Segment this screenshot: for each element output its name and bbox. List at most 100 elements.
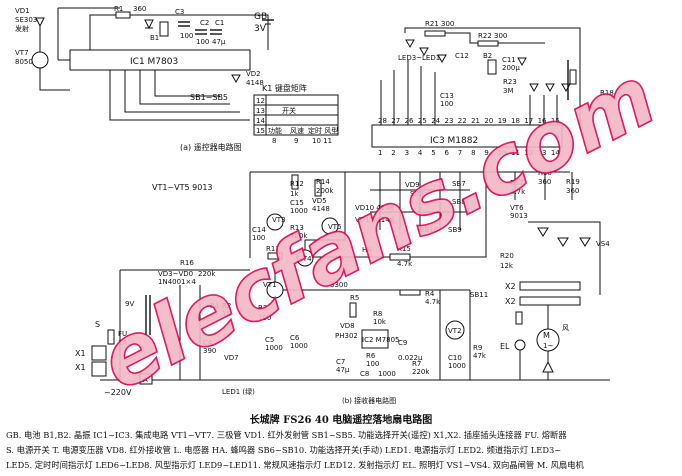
led12-diode [144,19,154,30]
fu-fuse [107,329,115,345]
vd2-diode [231,74,241,84]
ic3-pin-label: 13 [538,149,547,157]
ic3-pin-label: 27 [391,117,400,125]
ic3-pin-label: 24 [431,117,440,125]
svg-text:R13: R13 [290,224,304,232]
ic3-pin-label: 12 [524,149,533,157]
svg-text:R8: R8 [373,310,382,318]
component-legend: GB. 电池 B1,B2. 晶振 IC1~IC3. 集成电路 VT1~VT7. … [6,428,678,473]
svg-text:VT4: VT4 [298,255,312,263]
svg-text:HA: HA [362,246,372,254]
svg-text:C6: C6 [290,334,300,342]
svg-text:R11: R11 [266,245,280,253]
diagram-title: 长城牌 FS26 40 电脑遥控落地扇电路图 [249,415,433,426]
svg-text:220k: 220k [412,368,430,376]
svg-text:100: 100 [258,314,271,322]
svg-text:SB6: SB6 [410,190,424,198]
svg-text:C7: C7 [336,358,345,366]
svg-text:1000: 1000 [290,207,308,215]
svg-text:100: 100 [440,100,453,108]
svg-text:C14: C14 [252,226,266,234]
svg-text:4.7k: 4.7k [425,298,441,306]
x2-connector-top [519,281,581,291]
svg-text:SB10: SB10 [420,226,438,234]
svg-text:9013: 9013 [510,212,528,220]
svg-text:1000: 1000 [290,342,308,350]
svg-text:3M: 3M [503,87,514,95]
svg-text:SB1~SB5: SB1~SB5 [190,93,228,102]
legend-line: LED5. 定时时间指示灯 LED6~LED8. 风型指示灯 LED9~LED1… [6,460,584,470]
svg-text:VD5: VD5 [312,197,327,205]
svg-text:1k: 1k [290,190,299,198]
svg-text:1000: 1000 [448,362,466,370]
svg-text:VD3~VD0: VD3~VD0 [158,270,193,278]
svg-text:VD10 4148: VD10 4148 [355,204,394,212]
svg-text:360: 360 [566,187,579,195]
svg-text:~220V: ~220V [104,388,132,397]
el-lamp [514,339,526,351]
svg-text:15: 15 [256,127,265,135]
r12-resistor [291,174,299,190]
svg-text:C4: C4 [203,339,213,347]
ic3-pin-label: 7 [458,149,462,157]
plug-symbol [542,360,554,373]
svg-text:C13: C13 [440,92,454,100]
svg-text:C5: C5 [265,336,274,344]
svg-text:EL: EL [500,342,510,351]
svg-text:4148: 4148 [312,205,330,213]
r11-resistor [267,252,283,260]
svg-text:1~: 1~ [543,342,553,350]
svg-text:C10: C10 [448,354,462,362]
svg-text:8050: 8050 [15,58,33,66]
svg-text:风: 风 [562,324,569,332]
svg-text:R16: R16 [180,259,194,267]
svg-text:47μ: 47μ [212,38,226,46]
svg-text:VT7: VT7 [15,49,29,57]
vs-triac-3 [579,237,591,247]
svg-text:SB11: SB11 [470,291,488,299]
svg-text:R23: R23 [503,78,517,86]
svg-text:1000: 1000 [265,344,283,352]
r1-resistor [115,11,131,19]
svg-text:R6: R6 [366,352,376,360]
svg-text:elecfans.com: elecfans.com [86,49,671,410]
svg-text:R12: R12 [290,180,304,188]
svg-text:4148: 4148 [246,79,264,87]
a-terminal [139,373,153,385]
vs-triac-2 [557,237,569,247]
svg-text:FU: FU [118,330,127,338]
receiver-ic3-section: R21 300 R22 300 B2 C12 C11 200μ R23 3M C… [371,20,614,157]
legend-line: GB. 电池 B1,B2. 晶振 IC1~IC3. 集成电路 VT1~VT7. … [6,430,567,440]
vs-triac-1 [537,227,549,237]
subtitle-b: (b) 接收器电路图 [342,396,396,405]
key-matrix: K1 键盘矩阵 12 13 开关 14 15 功能 风速 定时 风型 8 9 1… [253,83,339,145]
svg-text:VT3: VT3 [272,216,286,224]
svg-text:8: 8 [272,137,276,145]
svg-text:47k: 47k [473,352,487,360]
svg-text:C12: C12 [455,52,469,60]
svg-text:K1 键盘矩阵: K1 键盘矩阵 [262,83,307,93]
svg-text:X1: X1 [75,349,86,358]
r5-resistor [349,302,357,318]
svg-text:R7: R7 [412,360,421,368]
ic3-chip [371,124,563,148]
svg-text:X2: X2 [505,297,516,306]
svg-text:100: 100 [180,32,193,40]
svg-text:0.022μ: 0.022μ [398,354,423,362]
ic3-pin-label: 2 [391,149,395,157]
svg-text:100k: 100k [290,232,308,240]
vt7-transistor [31,51,49,69]
svg-text:1000: 1000 [378,370,396,378]
svg-text:VD7: VD7 [224,354,239,362]
ic3-pin-label: 3 [405,149,409,157]
svg-text:C1: C1 [215,19,224,27]
ic3-pin-label: 9 [484,149,488,157]
svg-text:R1: R1 [114,5,123,13]
ic3-pin-label: 22 [458,117,467,125]
ic3-pin-label: 19 [498,117,507,125]
svg-text:VD11 4148: VD11 4148 [355,216,394,224]
svg-text:10: 10 [222,310,231,318]
ic3-pin-label: 6 [445,149,450,157]
